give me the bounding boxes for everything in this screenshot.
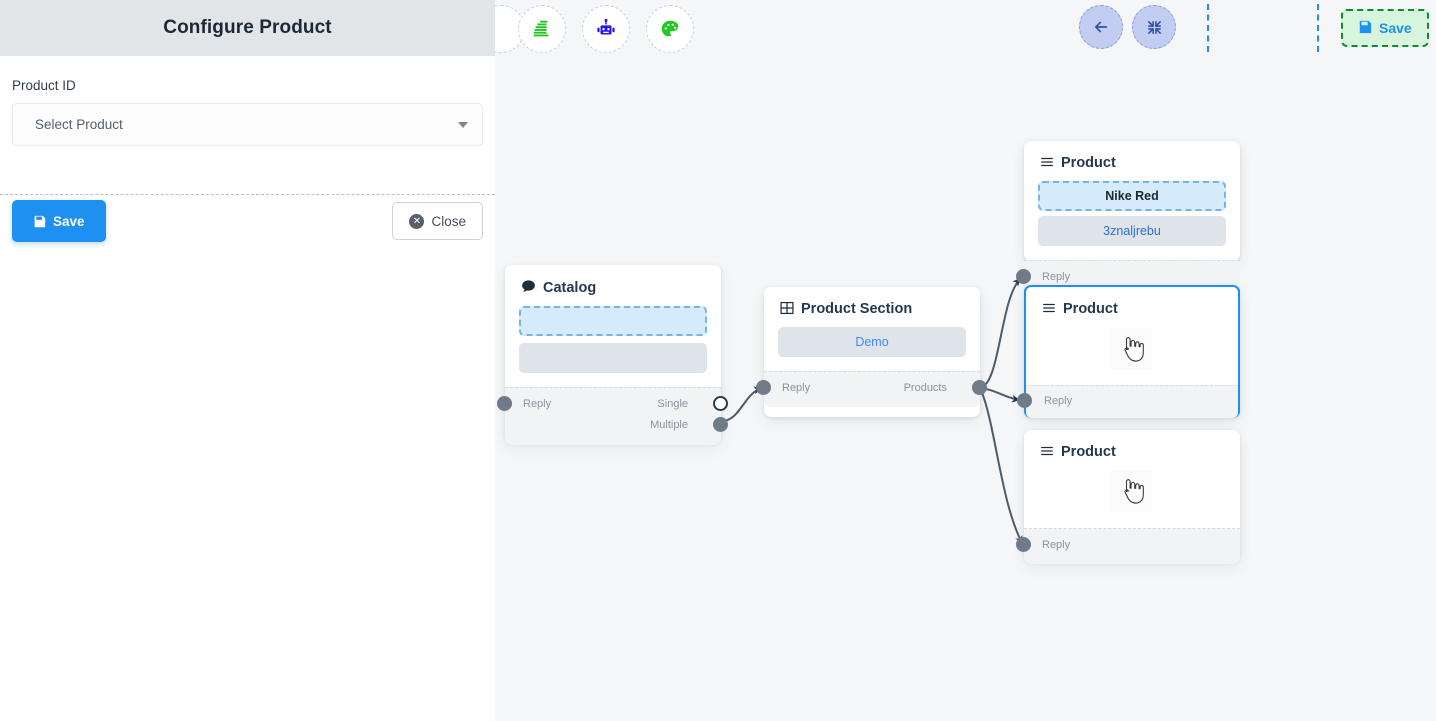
node-product-3-header: Product [1024,430,1240,466]
product-2-port-reply-dot[interactable] [1017,393,1032,408]
toolbar-tool-bot[interactable] [582,5,630,53]
panel-body: Product ID Select Product [0,56,495,146]
node-product-1[interactable]: Product Nike Red 3znaljrebu Reply [1016,141,1240,296]
catalog-port-single-dot[interactable] [713,396,728,411]
node-catalog-header: Catalog [505,265,721,302]
product-3-port-reply-label: Reply [1042,539,1071,551]
product-section-port-products-label: Products [903,382,947,394]
node-product-section-footer: Reply Products [756,371,987,407]
hamburger-lines-icon [1042,301,1056,317]
hamburger-lines-icon [1040,155,1054,171]
node-product-1-title: Product [1061,155,1116,171]
stack-list-icon [531,18,553,40]
pointer-cursor-product-3 [1110,470,1152,512]
product-id-label: Product ID [12,78,76,93]
fit-to-screen-button[interactable] [1132,5,1176,49]
product-1-port-reply-label: Reply [1042,271,1071,283]
configure-product-panel: Configure Product Product ID Select Prod… [0,0,495,721]
product-3-port-reply-dot[interactable] [1016,537,1031,552]
catalog-port-reply-dot[interactable] [497,396,512,411]
product-section-demo-block[interactable]: Demo [778,327,966,357]
panel-actions: Save ✕ Close [0,200,495,242]
node-product-section-title: Product Section [801,301,913,317]
table-grid-icon [780,301,794,317]
node-catalog-body [505,302,721,387]
chat-bubble-icon [521,279,536,296]
palette-icon [659,18,681,40]
toolbar-tool-stack-list[interactable] [518,5,566,53]
floppy-disk-icon [33,215,46,228]
canvas-save-button[interactable]: Save [1341,9,1429,47]
node-product-1-header: Product [1024,141,1240,177]
empty-toolbar-slot[interactable] [1207,4,1319,52]
node-product-3-footer: Reply [1016,528,1240,564]
catalog-port-reply-label: Reply [523,398,552,410]
hamburger-lines-icon [1040,444,1054,460]
canvas-save-label: Save [1379,20,1412,36]
catalog-block-1[interactable] [519,306,707,336]
back-button[interactable] [1079,5,1123,49]
product-1-port-reply-dot[interactable] [1016,269,1031,284]
node-product-section-header: Product Section [764,287,980,323]
product-section-port-reply-label: Reply [782,382,811,394]
catalog-port-multiple-label: Multiple [650,419,688,431]
catalog-port-single-label: Single [657,398,688,410]
node-catalog[interactable]: Catalog Reply Single Multiple [497,265,728,445]
node-catalog-footer: Reply Single Multiple [497,387,728,445]
back-arrow-icon [1094,21,1108,33]
node-product-3-title: Product [1061,444,1116,460]
page-title: Configure Product [163,17,332,38]
node-product-2-header: Product [1026,287,1238,323]
node-product-2-title: Product [1063,301,1118,317]
floppy-disk-icon [1358,20,1372,37]
catalog-port-multiple-dot[interactable] [713,417,728,432]
close-circle-icon: ✕ [409,213,425,229]
catalog-block-2[interactable] [519,343,707,373]
save-button-label: Save [53,213,85,229]
robot-icon [595,18,617,40]
product-1-block-name[interactable]: Nike Red [1038,181,1226,211]
product-2-port-reply-label: Reply [1044,395,1073,407]
close-button[interactable]: ✕ Close [392,202,483,240]
node-product-section[interactable]: Product Section Demo Reply Products [756,287,987,417]
chevron-down-icon [458,121,468,128]
close-button-label: Close [431,213,466,229]
product-1-block-sub[interactable]: 3znaljrebu [1038,216,1226,246]
product-section-port-products-dot[interactable] [972,380,987,395]
toolbar-tool-palette[interactable] [646,5,694,53]
product-select-value: Select Product [35,117,123,132]
pointer-cursor-product-2 [1110,328,1152,370]
node-catalog-title: Catalog [543,279,597,296]
node-product-section-body: Demo [764,323,980,371]
node-product-2-footer: Reply [1017,385,1238,418]
product-select[interactable]: Select Product [12,103,483,146]
panel-header: Configure Product [0,0,495,56]
save-button[interactable]: Save [12,200,106,242]
fit-to-screen-icon [1147,20,1161,34]
node-product-1-body: Nike Red 3znaljrebu [1024,177,1240,260]
panel-divider [0,194,495,195]
flow-canvas[interactable]: Save Catalog Reply Single [495,0,1436,721]
product-section-port-reply-dot[interactable] [756,380,771,395]
